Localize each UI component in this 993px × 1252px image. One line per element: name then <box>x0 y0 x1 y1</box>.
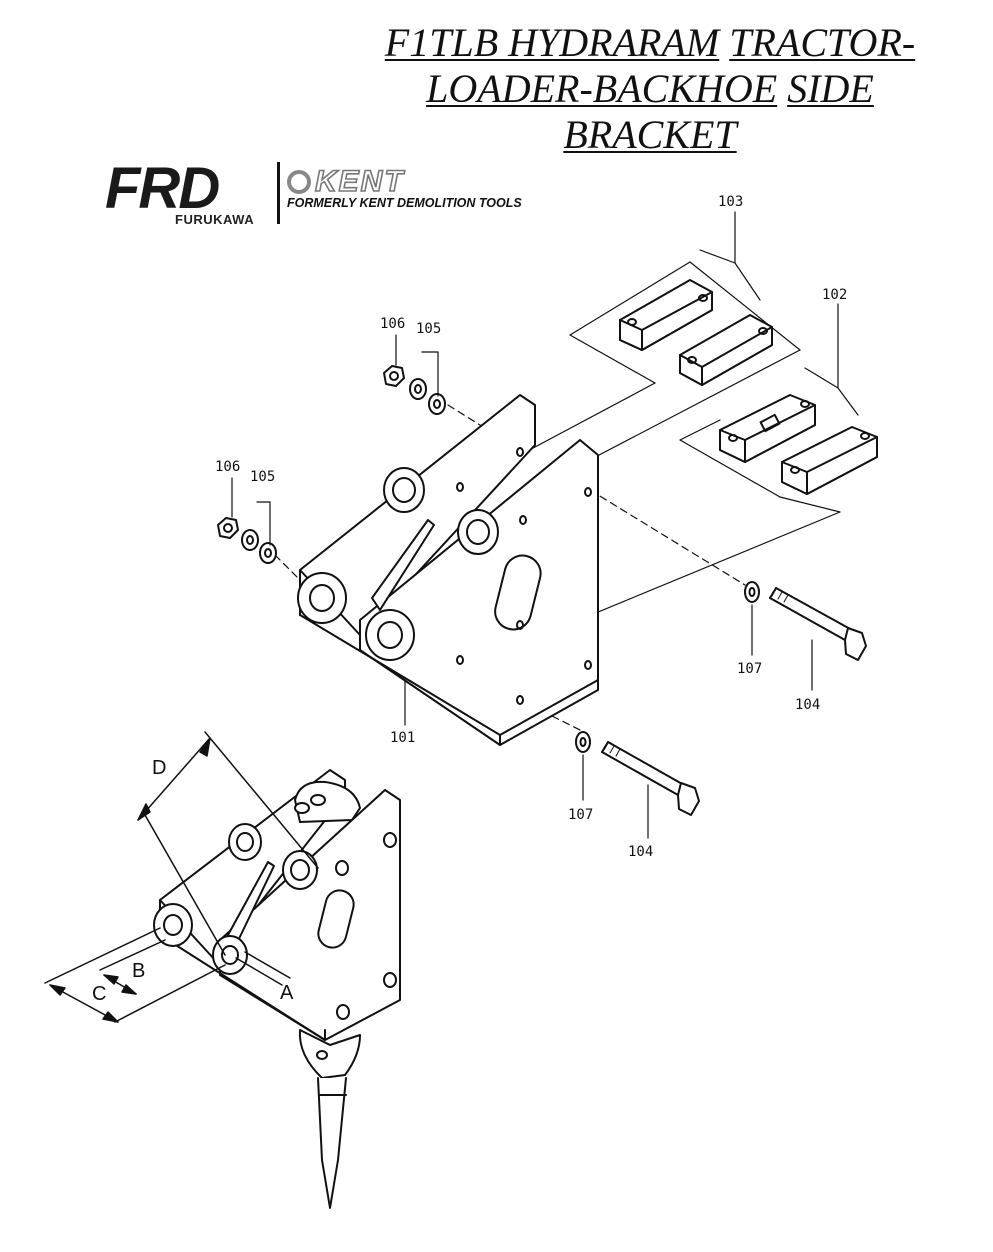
kent-swirl-icon <box>287 170 311 194</box>
label-107-lower: 107 <box>568 807 593 823</box>
part-102-clamp <box>719 394 878 495</box>
dimension-lines <box>44 731 319 1023</box>
leader-lines <box>231 211 859 839</box>
part-106-nut-lower <box>217 517 239 539</box>
part-104-bolt-lower <box>601 741 700 816</box>
title-line-1: F1TLB HYDRARAM TRACTOR- <box>340 20 960 66</box>
logo-divider <box>277 162 280 224</box>
kent-logo-text: KENT <box>314 165 405 199</box>
part-105-washers-lower <box>241 529 277 564</box>
dimension-label-b: B <box>132 960 145 982</box>
diagram-title: F1TLB HYDRARAM TRACTOR- LOADER-BACKHOE S… <box>340 20 960 158</box>
furukawa-text: FURUKAWA <box>175 212 255 227</box>
part-107-washer-lower <box>575 731 591 753</box>
hammer-assembly <box>153 769 401 1209</box>
label-106-lower: 106 <box>215 459 240 475</box>
dimension-label-d: D <box>152 757 166 779</box>
title-line-3: BRACKET <box>340 112 960 158</box>
kent-tagline: FORMERLY KENT DEMOLITION TOOLS <box>287 196 522 210</box>
label-101: 101 <box>390 730 415 746</box>
title-bracket: BRACKET <box>563 112 737 157</box>
part-103-clamp <box>619 279 773 386</box>
label-104-lower: 104 <box>628 844 653 860</box>
dimension-label-a: A <box>280 982 294 1004</box>
label-102: 102 <box>822 287 847 303</box>
title-model: F1TLB HYDRARAM <box>384 20 720 65</box>
dimension-label-c: C <box>92 983 106 1005</box>
frd-logo-text: FRD <box>105 156 220 221</box>
part-105-washers-upper <box>409 378 446 415</box>
label-103: 103 <box>718 194 743 210</box>
brand-logo: FRD FURUKAWA KENT FORMERLY KENT DEMOLITI… <box>105 156 522 230</box>
title-side: SIDE <box>787 66 874 111</box>
title-line-2: LOADER-BACKHOE SIDE <box>340 66 960 112</box>
label-106-upper: 106 <box>380 316 405 332</box>
label-105-lower: 105 <box>250 469 275 485</box>
title-loader-backhoe: LOADER-BACKHOE <box>426 66 778 111</box>
part-104-bolt-upper <box>769 587 867 661</box>
title-tractor: TRACTOR- <box>729 20 916 65</box>
part-101-side-bracket <box>297 394 599 746</box>
part-107-washer-upper <box>744 581 760 603</box>
part-106-nut-upper <box>383 365 405 387</box>
label-107-upper: 107 <box>737 661 762 677</box>
label-104-upper: 104 <box>795 697 820 713</box>
label-105-upper: 105 <box>416 321 441 337</box>
